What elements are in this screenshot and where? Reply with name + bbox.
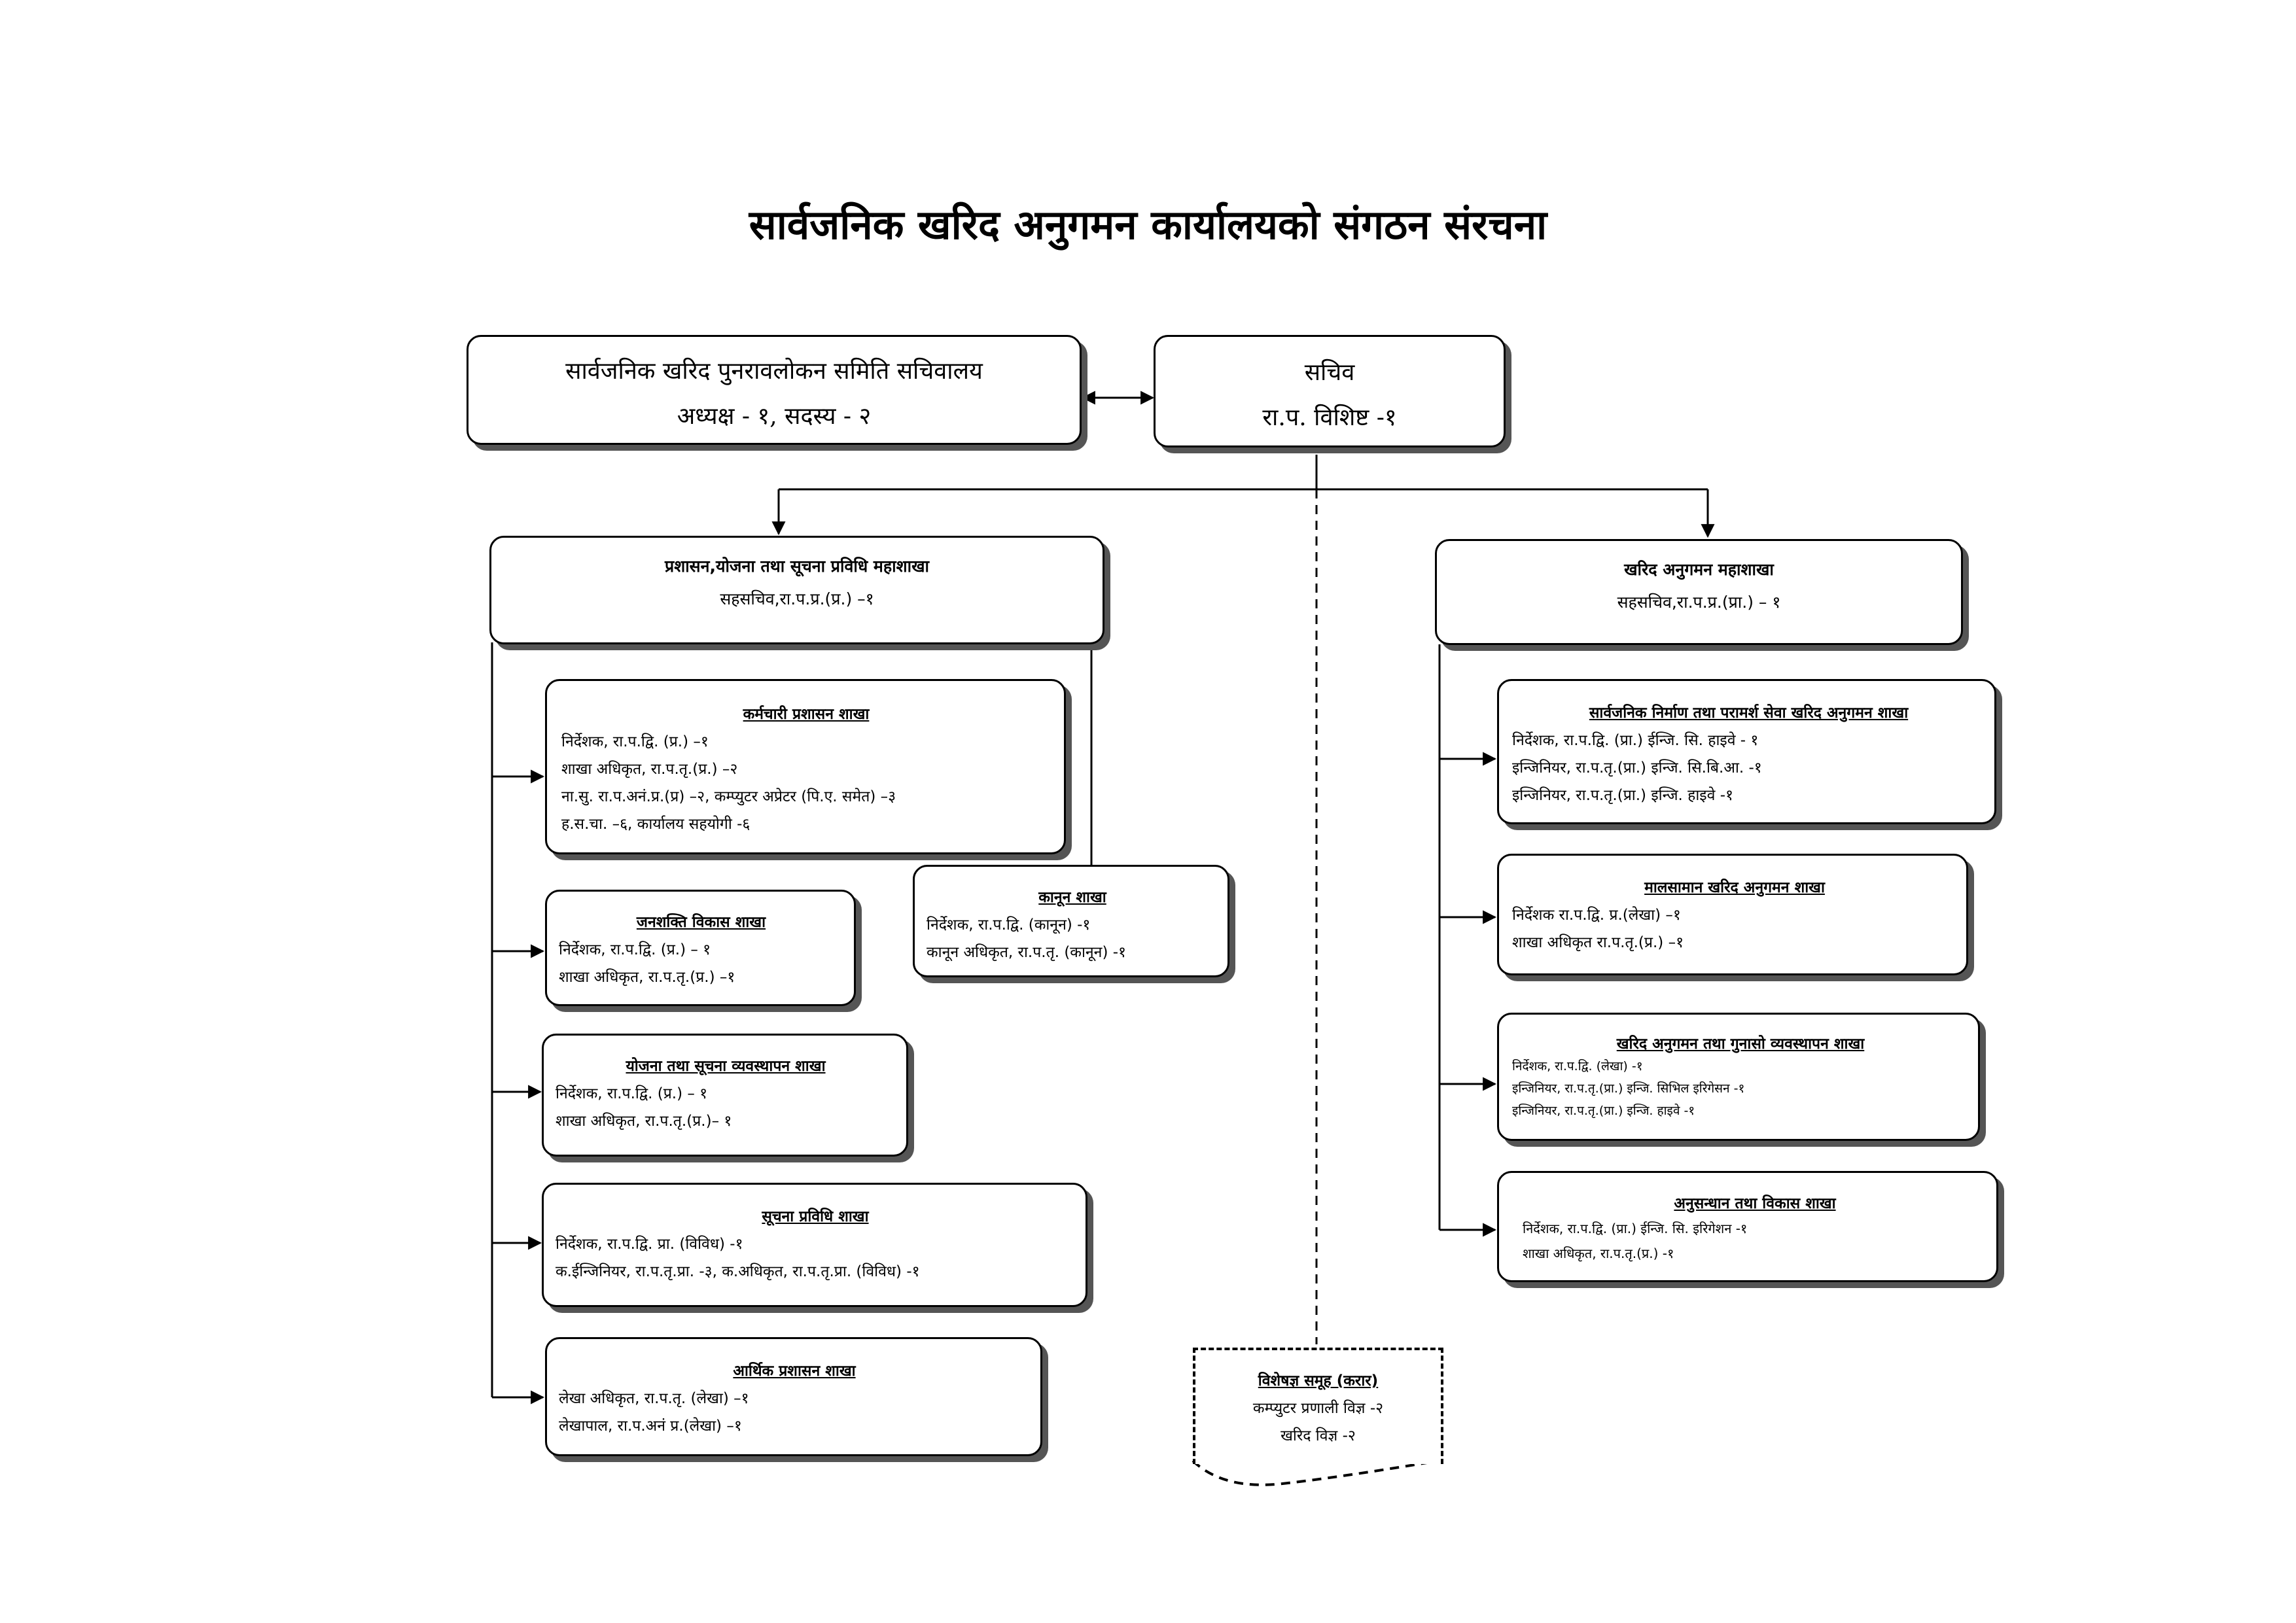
section-line: क.ईन्जिनियर, रा.प.तृ.प्रा. -३, क.अधिकृत,… xyxy=(556,1263,920,1280)
section-line: लेखापाल, रा.प.अनं प्र.(लेखा) –१ xyxy=(559,1418,742,1435)
section-malsaman-kharid: मालसामान खरिद अनुगमन शाखा निर्देशक रा.प.… xyxy=(1497,854,1968,975)
section-suchana-prabidhi: सूचना प्रविधि शाखा निर्देशक, रा.प.द्वि. … xyxy=(542,1183,1087,1307)
section-line: निर्देशक, रा.प.द्वि. प्रा. (विविध) -१ xyxy=(556,1236,743,1253)
secretary-box: सचिव रा.प. विशिष्ट -१ xyxy=(1154,335,1506,447)
section-line: शाखा अधिकृत, रा.प.तृ.(प्र.)– १ xyxy=(556,1113,732,1130)
secretary-title: सचिव xyxy=(1304,359,1355,386)
right-division-box: खरिद अनुगमन महाशाखा सहसचिव,रा.प.प्र.(प्र… xyxy=(1435,539,1963,645)
section-title: योजना तथा सूचना व्यवस्थापन शाखा xyxy=(626,1058,826,1075)
section-title: खरिद अनुगमन तथा गुनासो व्यवस्थापन शाखा xyxy=(1616,1036,1865,1053)
section-anusandhan-bikas: अनुसन्धान तथा विकास शाखा निर्देशक, रा.प.… xyxy=(1497,1171,1998,1282)
section-line: इन्जिनियर, रा.प.तृ.(प्रा.) इन्जि. हाइवे … xyxy=(1512,1104,1695,1118)
section-yojana-suchana: योजना तथा सूचना व्यवस्थापन शाखा निर्देशक… xyxy=(542,1034,908,1157)
section-line: निर्देशक, रा.प.द्वि. (प्रा.) ईन्जि. सि. … xyxy=(1512,732,1759,749)
page-title: सार्वजनिक खरिद अनुगमन कार्यालयको संगठन स… xyxy=(749,201,1547,249)
experts-line: कम्प्युटर प्रणाली विज्ञ -२ xyxy=(1252,1400,1384,1417)
section-title: कर्मचारी प्रशासन शाखा xyxy=(743,706,870,723)
section-line: शाखा अधिकृत, रा.प.तृ.(प्र.) –२ xyxy=(561,761,738,778)
right-division-subtitle: सहसचिव,रा.प.प्र.(प्रा.) – १ xyxy=(1617,593,1781,612)
section-title: आर्थिक प्रशासन शाखा xyxy=(733,1363,856,1380)
section-karmachari-prashasan: कर्मचारी प्रशासन शाखा निर्देशक, रा.प.द्व… xyxy=(545,679,1066,854)
section-gunaso-byabasthapan: खरिद अनुगमन तथा गुनासो व्यवस्थापन शाखा न… xyxy=(1497,1013,1980,1141)
experts-title: विशेषज्ञ समूह (करार) xyxy=(1258,1372,1379,1389)
section-line: निर्देशक, रा.प.द्वि. (प्र.) –१ xyxy=(561,733,709,750)
section-line: निर्देशक, रा.प.द्वि. (कानून) -१ xyxy=(927,916,1091,934)
section-line: शाखा अधिकृत, रा.प.तृ.(प्र.) -१ xyxy=(1523,1246,1674,1261)
section-line: इन्जिनियर, रा.प.तृ.(प्रा.) इन्जि. सि.बि.… xyxy=(1512,759,1762,777)
left-division-title: प्रशासन,योजना तथा सूचना प्रविधि महाशाखा xyxy=(664,557,930,576)
section-title: कानून शाखा xyxy=(1038,889,1106,906)
section-title: जनशक्ति विकास शाखा xyxy=(636,914,766,931)
section-line: निर्देशक, रा.प.द्वि. (प्रा.) ईन्जि. सि. … xyxy=(1523,1221,1748,1236)
section-line: शाखा अधिकृत, रा.प.तृ.(प्र.) –१ xyxy=(559,969,735,986)
experts-wavy-bottom xyxy=(1192,1459,1443,1486)
section-line: लेखा अधिकृत, रा.प.तृ. (लेखा) –१ xyxy=(559,1390,749,1407)
section-line: ना.सु. रा.प.अनं.प्र.(प्र) –२, कम्प्युटर … xyxy=(561,788,896,805)
section-line: ह.स.चा. –६, कार्यालय सहयोगी -६ xyxy=(561,816,751,833)
section-janashakti-bikas: जनशक्ति विकास शाखा निर्देशक, रा.प.द्वि. … xyxy=(545,890,856,1006)
section-arthik-prashasan: आर्थिक प्रशासन शाखा लेखा अधिकृत, रा.प.तृ… xyxy=(545,1337,1042,1456)
section-line: इन्जिनियर, रा.प.तृ.(प्रा.) इन्जि. हाइवे … xyxy=(1512,787,1733,804)
committee-box: सार्वजनिक खरिद पुनरावलोकन समिति सचिवालय … xyxy=(467,335,1082,445)
section-sarvajanik-nirman: सार्वजनिक निर्माण तथा परामर्श सेवा खरिद … xyxy=(1497,679,1996,824)
experts-box: विशेषज्ञ समूह (करार) कम्प्युटर प्रणाली व… xyxy=(1193,1348,1443,1464)
secretary-subtitle: रा.प. विशिष्ट -१ xyxy=(1262,404,1397,431)
experts-line: खरिद विज्ञ -२ xyxy=(1280,1427,1356,1444)
section-line: निर्देशक, रा.प.द्वि. (लेखा) -१ xyxy=(1512,1059,1643,1073)
section-line: शाखा अधिकृत रा.प.तृ.(प्र.) –१ xyxy=(1512,934,1684,951)
section-title: अनुसन्धान तथा विकास शाखा xyxy=(1674,1195,1836,1212)
section-title: सूचना प्रविधि शाखा xyxy=(762,1208,869,1225)
section-line: निर्देशक रा.प.द्वि. प्र.(लेखा) –१ xyxy=(1512,907,1681,924)
committee-title: सार्वजनिक खरिद पुनरावलोकन समिति सचिवालय xyxy=(565,358,983,385)
left-division-subtitle: सहसचिव,रा.प.प्र.(प्र.) –१ xyxy=(720,589,874,608)
section-line: कानून अधिकृत, रा.प.तृ. (कानून) -१ xyxy=(927,944,1126,961)
section-kanun: कानून शाखा निर्देशक, रा.प.द्वि. (कानून) … xyxy=(913,865,1229,977)
right-division-title: खरिद अनुगमन महाशाखा xyxy=(1624,560,1774,579)
section-title: मालसामान खरिद अनुगमन शाखा xyxy=(1644,879,1825,896)
left-division-box: प्रशासन,योजना तथा सूचना प्रविधि महाशाखा … xyxy=(489,536,1104,644)
section-title: सार्वजनिक निर्माण तथा परामर्श सेवा खरिद … xyxy=(1589,705,1909,722)
section-line: निर्देशक, रा.प.द्वि. (प्र.) – १ xyxy=(556,1085,708,1102)
section-line: इन्जिनियर, रा.प.तृ.(प्रा.) इन्जि. सिभिल … xyxy=(1512,1081,1745,1096)
committee-subtitle: अध्यक्ष - १, सदस्य - २ xyxy=(677,403,872,430)
section-line: निर्देशक, रा.प.द्वि. (प्र.) – १ xyxy=(559,941,711,958)
